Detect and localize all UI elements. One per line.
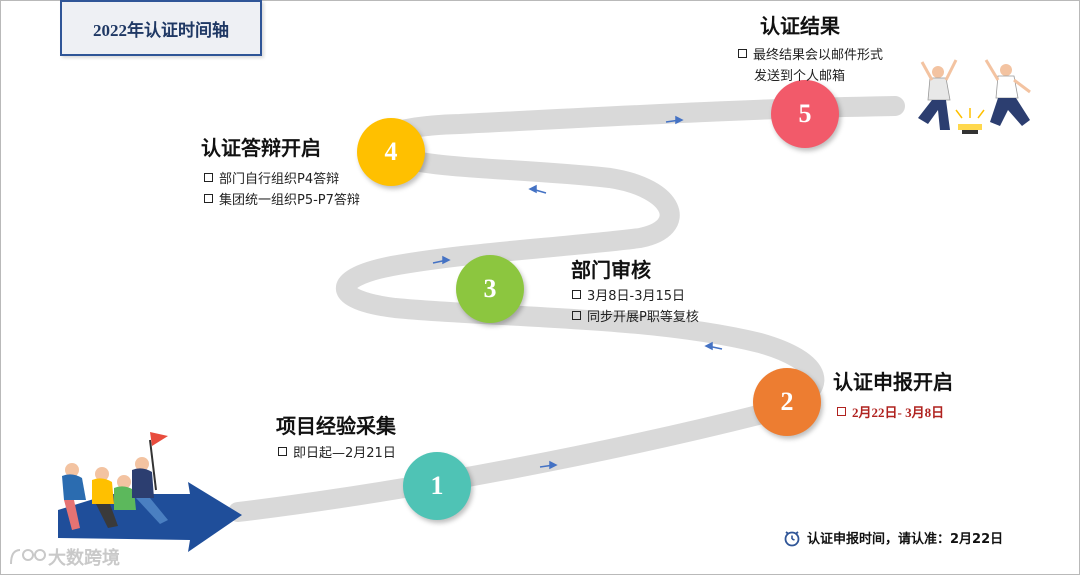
step-1-item: 即日起—2月21日 bbox=[278, 442, 396, 461]
watermark-text: 大数跨境 bbox=[48, 548, 120, 569]
step-4-node: 4 bbox=[357, 118, 425, 186]
step-number: 4 bbox=[384, 137, 398, 166]
step-5-item-text: 最终结果会以邮件形式 bbox=[753, 48, 884, 63]
step-5-item: 最终结果会以邮件形式 bbox=[738, 44, 883, 63]
step-4-heading: 认证答辩开启 bbox=[201, 136, 321, 160]
deadline-note-text: 认证申报时间，请认准：2月22日 bbox=[807, 532, 1004, 547]
step-4-item: 集团统一组织P5-P7答辩 bbox=[204, 189, 360, 208]
step-number: 3 bbox=[483, 274, 497, 303]
step-1-node: 1 bbox=[403, 452, 471, 520]
step-1-heading: 项目经验采集 bbox=[276, 414, 396, 438]
alarm-clock-icon bbox=[784, 530, 800, 546]
step-3-item: 同步开展P职等复核 bbox=[572, 306, 699, 325]
step-3-item-text: 3月8日-3月15日 bbox=[587, 289, 686, 304]
step-1-item-text: 即日起—2月21日 bbox=[293, 446, 396, 461]
checkbox-icon bbox=[204, 194, 213, 203]
direction-arrows bbox=[432, 115, 723, 470]
step-2-heading: 认证申报开启 bbox=[833, 370, 953, 394]
step-4-item: 部门自行组织P4答辩 bbox=[204, 168, 339, 187]
step-5-node: 5 bbox=[771, 80, 839, 148]
page-title: 2022年认证时间轴 bbox=[93, 20, 229, 40]
step-number: 1 bbox=[430, 471, 444, 500]
team-flag-illustration bbox=[58, 432, 242, 552]
step-2-node: 2 bbox=[753, 368, 821, 436]
step-3-node: 3 bbox=[456, 255, 524, 323]
checkbox-icon bbox=[204, 173, 213, 182]
checkbox-icon bbox=[278, 447, 287, 456]
watermark-logo-icon bbox=[10, 549, 46, 565]
watermark: 大数跨境 bbox=[8, 544, 120, 570]
celebration-illustration bbox=[918, 59, 1031, 134]
step-2-item: 2月22日- 3月8日 bbox=[837, 402, 944, 421]
step-2-item-text: 2月22日- 3月8日 bbox=[852, 405, 945, 420]
step-4-item-text: 集团统一组织P5-P7答辩 bbox=[219, 193, 360, 208]
step-number: 5 bbox=[798, 99, 812, 128]
title-box: 2022年认证时间轴 bbox=[60, 0, 262, 56]
step-number: 2 bbox=[780, 387, 794, 416]
arrow-icon bbox=[528, 184, 547, 194]
checkbox-icon bbox=[572, 290, 581, 299]
checkbox-icon bbox=[837, 407, 846, 416]
checkbox-icon bbox=[738, 49, 747, 58]
deadline-note: 认证申报时间，请认准：2月22日 bbox=[783, 528, 1003, 547]
step-5-item-continued: 发送到个人邮箱 bbox=[754, 69, 846, 84]
step-5-heading: 认证结果 bbox=[760, 14, 840, 38]
step-3-item-text: 同步开展P职等复核 bbox=[587, 310, 699, 325]
arrow-icon bbox=[539, 460, 558, 470]
arrow-icon bbox=[704, 341, 723, 351]
arrow-icon bbox=[432, 255, 451, 265]
step-3-item: 3月8日-3月15日 bbox=[572, 285, 685, 304]
arrow-icon bbox=[665, 115, 684, 125]
step-3-heading: 部门审核 bbox=[571, 258, 651, 282]
checkbox-icon bbox=[572, 311, 581, 320]
step-4-item-text: 部门自行组织P4答辩 bbox=[219, 172, 340, 187]
